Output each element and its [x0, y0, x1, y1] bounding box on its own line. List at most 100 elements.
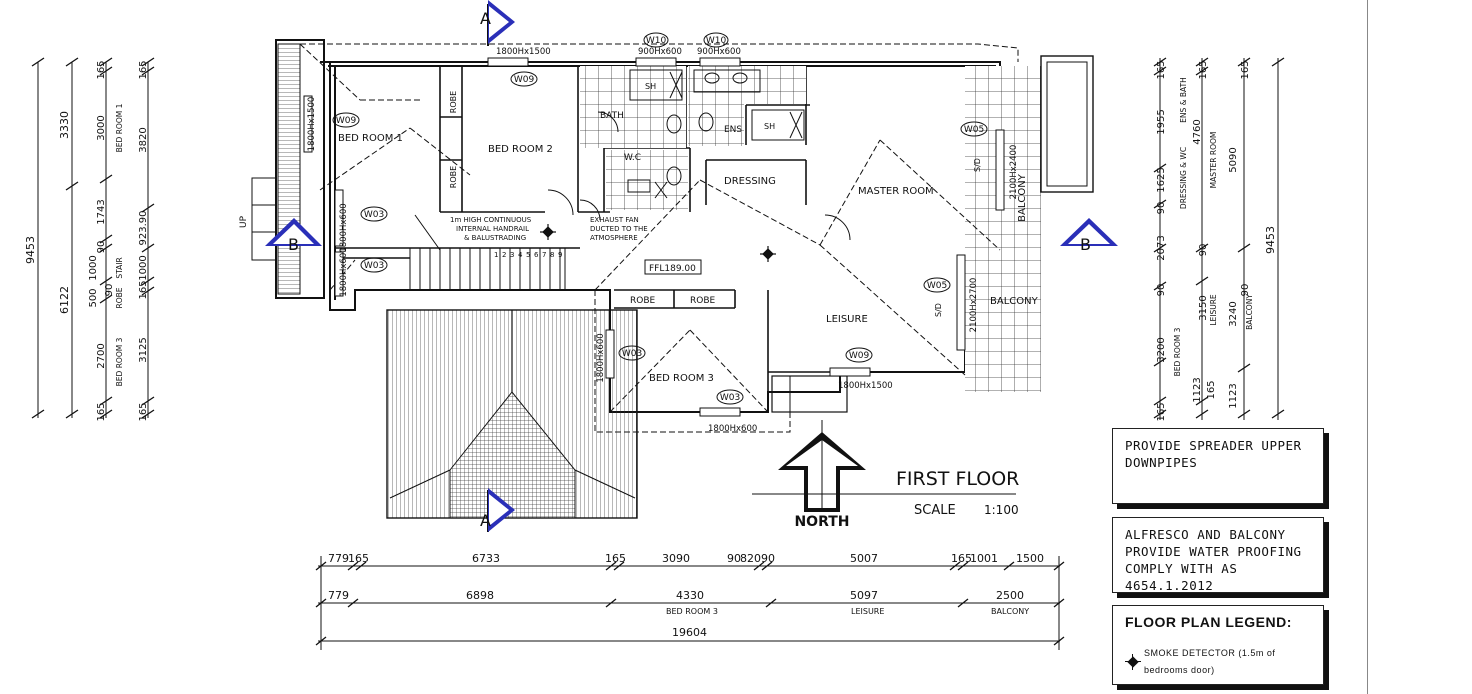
dim-text: 165 [1198, 60, 1209, 79]
section-marker-a-bottom: A [480, 488, 515, 532]
dim-text: 165 [96, 60, 107, 79]
window-code: W05 [927, 281, 947, 291]
dim-text: 3125 [138, 337, 149, 362]
dim-text: 5090 [1228, 147, 1239, 172]
stair-number: 2 [502, 251, 506, 259]
window-size: 1800Hx600 [708, 424, 757, 434]
sheet-border [1367, 0, 1368, 694]
dim-text: 90 [761, 552, 775, 565]
room-label-bed3: BED ROOM 3 [649, 373, 714, 384]
dim-text: 3150 [1198, 295, 1209, 320]
section-marker-a-top: A [480, 0, 515, 46]
window-size: 900Hx600 [697, 47, 741, 57]
lower-roof [386, 309, 638, 519]
exhaust-note-line: EXHAUST FAN [590, 216, 639, 224]
legend-title: FLOOR PLAN LEGEND: [1125, 614, 1292, 630]
dim-text: 90 [104, 284, 115, 297]
fixtures [414, 69, 851, 251]
dim-text: 1123 [1228, 383, 1239, 408]
exhaust-note-line: ATMOSPHERE [590, 234, 638, 242]
ens-tiles [688, 66, 806, 104]
dim-text: 165 [138, 402, 149, 421]
stair-number: 9 [558, 251, 562, 259]
dim-text: 90 [1156, 284, 1167, 297]
dim-text: ENS & BATH [1179, 77, 1188, 123]
dim-text: 2073 [1156, 235, 1167, 260]
dim-text: 1123 [1192, 377, 1203, 402]
dim-text: LEISURE [851, 607, 884, 616]
room-labels: BED ROOM 1 BED ROOM 2 BED ROOM 3 BATH W.… [338, 82, 1039, 384]
north-arrow-icon: NORTH [778, 420, 866, 530]
dim-text: 5007 [850, 552, 878, 565]
dim-text: BED ROOM 1 [115, 103, 124, 152]
dim-text: 9453 [24, 236, 37, 264]
note-line: ALFRESCO AND BALCONY [1125, 527, 1286, 542]
north-label: NORTH [794, 514, 849, 530]
dim-text: BALCONY [1245, 294, 1254, 330]
window-size: 1800Hx1500 [496, 47, 551, 57]
up-label: UP [239, 215, 249, 228]
dim-text: 165 [1206, 380, 1217, 399]
stair-number: 8 [550, 251, 554, 259]
note-line: DOWNPIPES [1125, 455, 1198, 470]
room-label-leisure: LEISURE [826, 314, 868, 325]
dim-text: STAIR [115, 257, 124, 278]
stair-number: 1 [494, 251, 498, 259]
dim-text: 1955 [1156, 109, 1167, 134]
dim-text: 165 [951, 552, 972, 565]
dim-text: 3200 [1156, 337, 1167, 362]
dim-text: BED ROOM 3 [115, 337, 124, 386]
dim-text: BED ROOM 3 [1173, 327, 1182, 376]
dim-text: 923.90 [138, 211, 149, 246]
spreader-note: PROVIDE SPREADER UPPER DOWNPIPES [1112, 428, 1324, 504]
section-label: A [480, 511, 491, 530]
dim-text: 1000 [138, 255, 149, 280]
section-label: A [480, 9, 491, 28]
plan-notes: 1m HIGH CONTINUOUS INTERNAL HANDRAIL & B… [450, 216, 648, 242]
bottom-dimension-lines [315, 556, 1065, 650]
dim-text: 165 [1156, 60, 1167, 79]
note-line: PROVIDE SPREADER UPPER [1125, 438, 1302, 453]
legend-row-smoke: SMOKE DETECTOR (1.5m of bedrooms door) [1125, 645, 1311, 679]
dim-text: 1743 [96, 199, 107, 224]
window-code: W03 [622, 349, 642, 359]
dim-text: 3820 [138, 127, 149, 152]
section-marker-b-right: B [1060, 218, 1118, 254]
handrail-note-line: & BALUSTRADING [464, 234, 526, 242]
section-marker-b-left: B [265, 218, 322, 254]
window-code: W03 [364, 261, 384, 271]
window-size: 2100Hx2700 [969, 278, 979, 333]
dim-text: 165 [96, 402, 107, 421]
dim-text: MASTER ROOM [1209, 132, 1218, 189]
dim-text: LEISURE [1209, 294, 1218, 326]
dim-text: 90 [96, 241, 107, 254]
dim-text: ROBE [115, 287, 124, 308]
robe-label: ROBE [449, 91, 458, 113]
dim-text: 779 [328, 589, 349, 602]
room-label-bed1: BED ROOM 1 [338, 133, 403, 144]
up-step [251, 177, 277, 261]
balcony-tiles [965, 66, 1041, 392]
section-label: B [288, 235, 299, 254]
dim-text: 90 [1240, 284, 1251, 297]
dim-text: 165 [138, 280, 149, 299]
dim-text: 9453 [1264, 226, 1277, 254]
dim-text: BALCONY [991, 607, 1029, 616]
room-label-bath: BATH [600, 111, 624, 121]
dim-text: 3000 [96, 115, 107, 140]
room-label-dressing: DRESSING [724, 176, 776, 187]
bottom-dimension-text: 779 165 6733 165 3090 90 820 90 5007 165… [328, 552, 1044, 639]
dim-text: 779 [328, 552, 349, 565]
room-label-bed2: BED ROOM 2 [488, 144, 553, 155]
dim-text: 820 [740, 552, 761, 565]
stair [409, 247, 566, 291]
dim-text: 2700 [96, 343, 107, 368]
room-label-master: MASTER ROOM [858, 186, 934, 197]
dim-text: 1625 [1156, 167, 1167, 192]
scale-value: 1:100 [984, 503, 1019, 517]
room-label-balcony-v: BALCONY [1017, 173, 1028, 222]
ens-tiles-2 [688, 104, 744, 146]
dim-text: 6898 [466, 589, 494, 602]
sliding-door-label: S/D [934, 303, 943, 317]
window-code: W09 [514, 75, 535, 85]
